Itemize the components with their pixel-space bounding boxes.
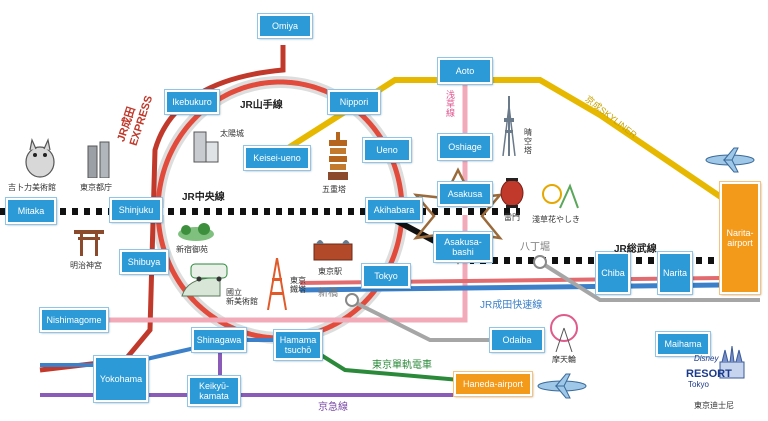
station-ikebukuro[interactable]: Ikebukuro bbox=[164, 89, 220, 115]
landmark-disney-label: 東京迪士尼 bbox=[694, 401, 734, 410]
station-tokyo[interactable]: Tokyo bbox=[361, 263, 411, 289]
landmark-hanayashiki: 淺草花やしき bbox=[532, 215, 580, 224]
station-omiya[interactable]: Omiya bbox=[257, 13, 313, 39]
station-mitaka[interactable]: Mitaka bbox=[5, 197, 57, 225]
tocho-building-icon bbox=[87, 141, 110, 178]
gyoen-park-icon bbox=[178, 223, 214, 241]
station-odaiba[interactable]: Odaiba bbox=[489, 327, 545, 353]
station-keikyu-kamata[interactable]: Keikyū- kamata bbox=[187, 375, 241, 407]
torii-gate-icon bbox=[74, 230, 104, 256]
station-shibuya[interactable]: Shibuya bbox=[119, 249, 169, 275]
sunshine-city-icon bbox=[193, 131, 219, 163]
landmark-taiyo-city: 太陽城 bbox=[220, 129, 244, 138]
landmark-ghibli-museum: 吉卜力美術館 bbox=[8, 183, 56, 192]
tokaido-blue-line bbox=[40, 338, 300, 367]
sobu-line bbox=[470, 257, 720, 264]
asakusa-star-marker bbox=[413, 167, 503, 265]
tokyo-station-building-icon bbox=[313, 240, 353, 261]
landmark-disney-brand: Disney bbox=[694, 354, 719, 363]
landmark-meiji-jingu: 明治神宮 bbox=[70, 261, 102, 270]
label-narita-rapid: JR成田快速線 bbox=[480, 300, 543, 311]
landmark-pagoda: 五重塔 bbox=[322, 185, 346, 194]
hanayashiki-ride-icon bbox=[542, 183, 579, 209]
landmark-shinjuku-gyoen: 新宿御苑 bbox=[176, 245, 208, 254]
station-akihabara[interactable]: Akihabara bbox=[365, 197, 423, 223]
station-yokohama[interactable]: Yokohama bbox=[93, 355, 149, 403]
station-shinjuku[interactable]: Shinjuku bbox=[109, 197, 163, 223]
landmark-tokyo-station: 東京駅 bbox=[318, 267, 342, 276]
label-chuo-line: JR中央線 bbox=[182, 192, 225, 203]
kaminarimon-lantern-icon bbox=[500, 178, 524, 208]
label-yamanote-line: JR山手線 bbox=[240, 100, 283, 111]
keiyo-grey-line bbox=[538, 260, 760, 302]
chuo-line bbox=[0, 208, 520, 215]
station-maihama[interactable]: Maihama bbox=[655, 331, 711, 357]
asakusa-line bbox=[60, 75, 468, 323]
landmark-national-art-center: 國立 新美術館 bbox=[226, 288, 258, 306]
label-hatchobori: 八丁堀 bbox=[520, 242, 550, 253]
station-asakusabashi[interactable]: Asakusa- bashi bbox=[433, 231, 493, 263]
bus-vehicle-icon bbox=[190, 263, 228, 282]
station-aoto[interactable]: Aoto bbox=[437, 57, 493, 85]
landmark-skytree: 晴 空 塔 bbox=[524, 128, 532, 155]
pagoda-icon bbox=[328, 132, 348, 180]
ferris-wheel-icon bbox=[550, 314, 578, 352]
station-narita[interactable]: Narita bbox=[657, 251, 693, 295]
disney-castle-icon bbox=[719, 345, 745, 379]
station-shinagawa[interactable]: Shinagawa bbox=[191, 327, 247, 353]
airplane-icon-narita bbox=[705, 147, 755, 173]
station-nippori[interactable]: Nippori bbox=[327, 89, 381, 115]
landmark-ferris-wheel: 摩天輪 bbox=[552, 355, 576, 364]
station-haneda-airport[interactable]: Haneda-airport bbox=[453, 371, 533, 397]
landmark-tocho: 東京都庁 bbox=[80, 183, 112, 192]
station-oshiage[interactable]: Oshiage bbox=[437, 133, 493, 161]
landmark-disney-tokyo: Tokyo bbox=[688, 380, 709, 389]
landmark-disney-resort: RESORT bbox=[686, 368, 732, 380]
station-asakusa[interactable]: Asakusa bbox=[437, 181, 493, 207]
station-narita-airport[interactable]: Narita- airport bbox=[719, 181, 761, 295]
narita-rapid-blue bbox=[299, 282, 721, 293]
label-keikyu-line: 京急線 bbox=[318, 402, 348, 413]
station-ueno[interactable]: Ueno bbox=[362, 137, 412, 163]
landmark-kaminarimon: 雷門 bbox=[504, 213, 520, 222]
shimbashi-junction bbox=[345, 293, 359, 307]
label-monorail: 東京單軌電車 bbox=[372, 360, 432, 371]
landmark-tokyo-tower: 東京 鐵塔 bbox=[290, 276, 306, 294]
tokyo-tower-icon bbox=[267, 258, 287, 310]
airplane-icon-haneda bbox=[537, 373, 587, 399]
label-shimbashi: 新橋 bbox=[318, 288, 338, 299]
label-sobu-line: JR総武線 bbox=[614, 244, 657, 255]
label-asakusa-line: 浅草線 bbox=[445, 90, 455, 117]
totoro-icon bbox=[25, 138, 55, 178]
station-chiba[interactable]: Chiba bbox=[595, 251, 631, 295]
station-hamamatsucho[interactable]: Hamama tsuchō bbox=[273, 329, 323, 361]
hatchobori-junction bbox=[533, 255, 547, 269]
station-keisei-ueno[interactable]: Keisei-ueno bbox=[243, 145, 311, 171]
station-nishimagome[interactable]: Nishimagome bbox=[39, 307, 109, 333]
skytree-icon bbox=[502, 96, 516, 156]
